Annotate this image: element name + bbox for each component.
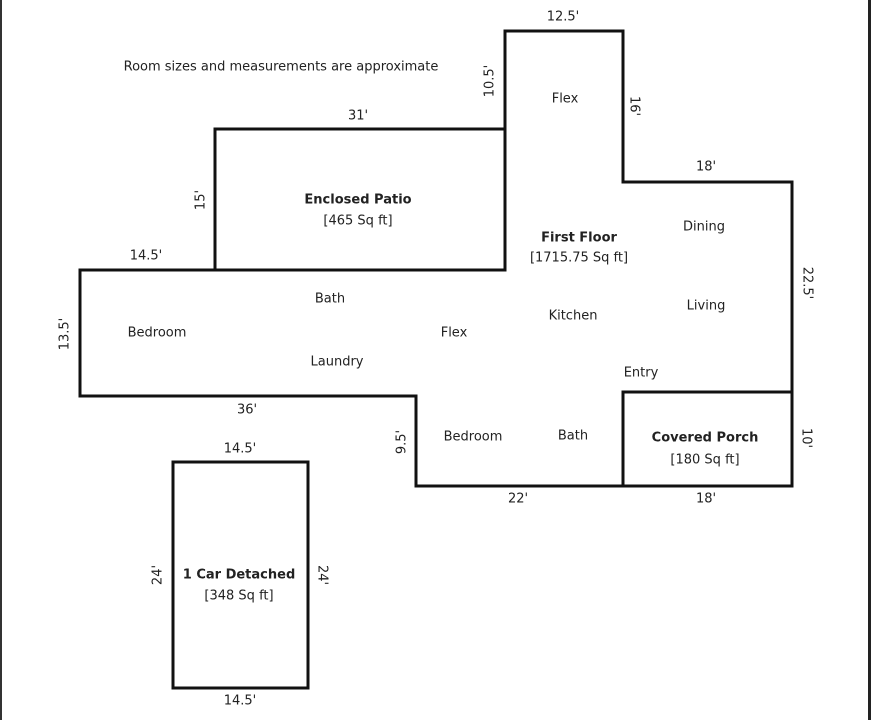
approximate-note: Room sizes and measurements are approxim… — [123, 59, 439, 75]
frame-border-left — [0, 0, 2, 720]
dim-bottom-mid: 22' — [507, 491, 529, 507]
covered-porch-title: Covered Porch — [651, 430, 759, 446]
dim-porch-bottom: 18' — [695, 491, 717, 507]
covered-porch-outline — [621, 390, 794, 488]
dim-garage-right: 24' — [314, 564, 330, 586]
dim-right-side: 22.5' — [799, 266, 815, 300]
dim-flex-right-height: 16' — [626, 95, 642, 117]
garage-area: [348 Sq ft] — [204, 588, 274, 604]
dim-left-side: 13.5' — [57, 317, 73, 351]
covered-porch-area: [180 Sq ft] — [670, 452, 740, 468]
room-bedroom-left: Bedroom — [127, 325, 187, 341]
first-floor-title: First Floor — [541, 230, 617, 246]
enclosed-patio-title: Enclosed Patio — [304, 192, 412, 208]
frame-border-right — [868, 0, 871, 720]
room-laundry: Laundry — [310, 354, 364, 370]
dim-patio-left: 15' — [193, 189, 209, 211]
dim-porch-side: 10' — [798, 427, 814, 449]
room-entry: Entry — [623, 365, 659, 381]
dim-garage-top: 14.5' — [223, 441, 257, 457]
dim-bottom-left: 36' — [236, 402, 258, 418]
dim-garage-left: 24' — [150, 564, 166, 586]
room-bath-lower: Bath — [557, 428, 589, 444]
room-flex-mid: Flex — [440, 325, 468, 341]
dim-flex-left-height: 10.5' — [482, 64, 498, 98]
room-kitchen: Kitchen — [548, 308, 598, 324]
room-living: Living — [686, 298, 726, 314]
dim-flex-top-width: 12.5' — [546, 9, 580, 25]
enclosed-patio-area: [465 Sq ft] — [323, 213, 393, 229]
dim-garage-bottom: 14.5' — [223, 693, 257, 709]
garage-outline — [171, 460, 310, 690]
garage-title: 1 Car Detached — [182, 567, 296, 583]
dim-dining-top: 18' — [695, 159, 717, 175]
room-dining: Dining — [683, 219, 725, 235]
room-flex-top: Flex — [551, 91, 579, 107]
first-floor-outline — [78, 29, 794, 488]
room-bedroom-lower: Bedroom — [443, 429, 503, 445]
dim-bedroom-step: 9.5' — [394, 429, 410, 455]
dim-left-top: 14.5' — [129, 248, 163, 264]
room-bath-upper: Bath — [314, 291, 346, 307]
dim-patio-top: 31' — [347, 108, 369, 124]
first-floor-area: [1715.75 Sq ft] — [529, 250, 629, 266]
